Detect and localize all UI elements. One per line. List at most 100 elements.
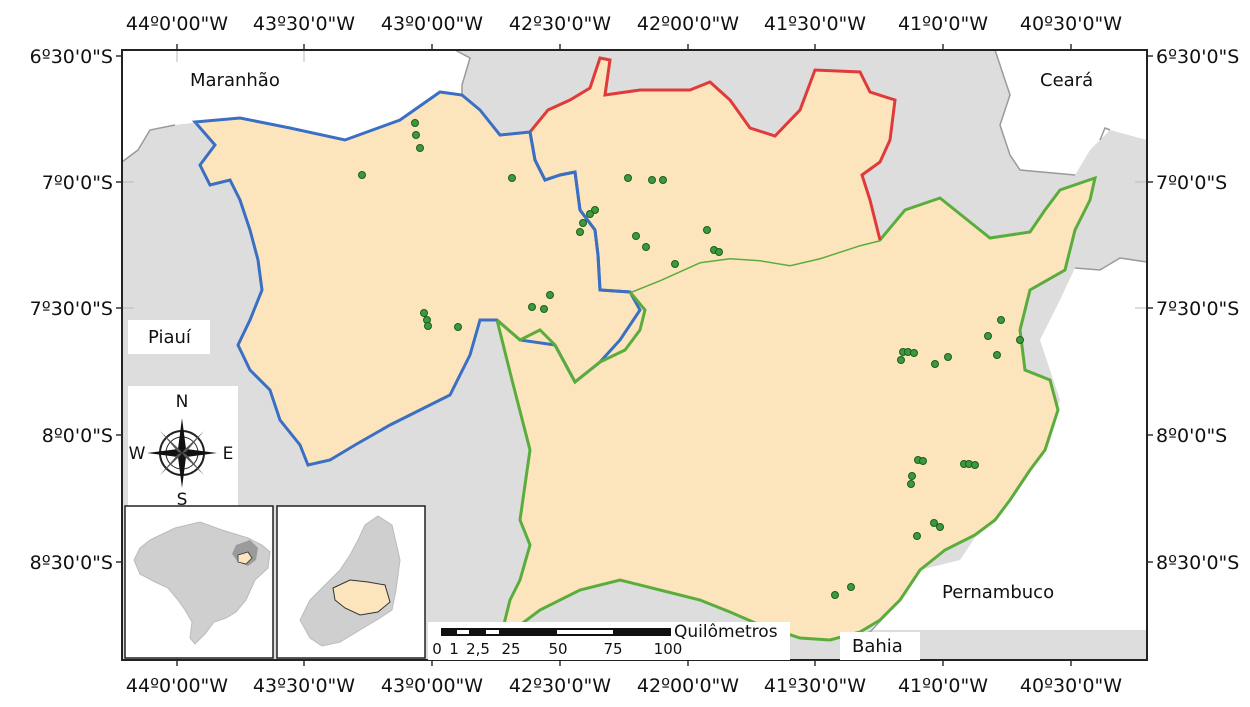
lat-label-right: 8º30'0"S <box>1156 552 1239 574</box>
compass-north-arrow <box>178 418 186 453</box>
compass-sw-arrow <box>160 453 182 475</box>
scale-bar-segment <box>457 630 469 634</box>
sample-point <box>944 353 952 361</box>
sample-point <box>931 360 939 368</box>
lat-label-left: 7º30'0"S <box>30 298 113 320</box>
lat-label-left: 7º0'0"S <box>42 172 113 194</box>
lon-label-top: 41º0'0"W <box>898 13 988 35</box>
inset-brazil <box>124 505 274 659</box>
sample-point <box>984 332 992 340</box>
label-bg <box>176 64 294 94</box>
red-region-fill <box>530 58 895 292</box>
pernambuco-area <box>870 258 1147 630</box>
sample-point <box>913 532 921 540</box>
sample-point <box>930 519 938 527</box>
region-labels: Maranhão Ceará Piauí Pernambuco Bahia <box>128 64 1110 660</box>
sample-point <box>579 219 587 227</box>
sample-point <box>831 591 839 599</box>
lon-label-top: 43º0'00"W <box>381 13 483 35</box>
sample-point <box>528 303 536 311</box>
sample-point <box>936 523 944 531</box>
inset-piaui <box>276 505 426 659</box>
lat-label-left: 6º30'0"S <box>30 46 113 68</box>
sample-point <box>908 472 916 480</box>
label-bg <box>128 320 210 354</box>
scale-ticks: 0 1 2,5 25 50 75 100 <box>432 640 682 658</box>
lon-label-top: 43º30'0"W <box>253 13 355 35</box>
scale-tick: 50 <box>548 640 567 658</box>
sample-point <box>997 316 1005 324</box>
sample-points <box>358 119 1024 599</box>
lon-label-bottom: 43º0'00"W <box>381 675 483 697</box>
compass-rose: N S W E <box>128 386 238 510</box>
compass-nw-arrow <box>160 431 182 453</box>
sample-point <box>412 131 420 139</box>
sample-point <box>971 461 979 469</box>
green-region <box>495 175 1098 644</box>
scale-tick: 75 <box>603 640 622 658</box>
lat-labels-right: 6º30'0"S 7º0'0"S 7º30'0"S 8º0'0"S 8º30'0… <box>1156 46 1239 574</box>
compass-ne-arrow <box>182 431 204 453</box>
lat-label-left: 8º30'0"S <box>30 552 113 574</box>
lat-label-right: 8º0'0"S <box>1156 425 1227 447</box>
green-region-west-border <box>496 291 647 385</box>
lon-label-top: 40º30'0"W <box>1020 13 1122 35</box>
state-border-west <box>121 49 471 163</box>
lat-label-left: 8º0'0"S <box>42 425 113 447</box>
compass-se-arrow <box>182 453 204 475</box>
scale-bar-bar <box>441 628 671 636</box>
label-bg <box>930 575 1075 609</box>
label-bg <box>840 632 920 660</box>
inset-study-area <box>237 551 253 565</box>
lat-label-right: 6º30'0"S <box>1156 46 1239 68</box>
scale-tick: 100 <box>654 640 683 658</box>
sample-point <box>671 260 679 268</box>
label-pernambuco: Pernambuco <box>942 582 1054 603</box>
label-maranhao: Maranhão <box>190 70 280 91</box>
sample-point <box>1016 336 1024 344</box>
sample-point <box>659 176 667 184</box>
red-region-border <box>528 56 897 241</box>
compass-west-arrow <box>147 449 182 457</box>
state-border-pe <box>1074 257 1148 271</box>
scale-tick: 25 <box>501 640 520 658</box>
sample-point <box>993 351 1001 359</box>
sample-point <box>546 291 554 299</box>
lon-labels-bottom: 44º0'00"W 43º30'0"W 43º0'00"W 42º30'0"W … <box>126 675 1122 697</box>
compass-e: E <box>223 444 234 464</box>
lat-label-right: 7º0'0"S <box>1156 172 1227 194</box>
scale-bar-segment <box>486 630 499 634</box>
sample-point <box>424 322 432 330</box>
lon-label-bottom: 42º30'0"W <box>509 675 611 697</box>
lon-label-bottom: 42º00'0"W <box>637 675 739 697</box>
label-piaui: Piauí <box>148 327 192 348</box>
lon-label-top: 42º30'0"W <box>509 13 611 35</box>
sample-point <box>642 243 650 251</box>
sample-point <box>576 228 584 236</box>
lon-labels-top: 44º0'00"W 43º30'0"W 43º0'00"W 42º30'0"W … <box>126 13 1122 35</box>
compass-east-arrow <box>182 449 217 457</box>
scale-bar-segment <box>557 630 613 634</box>
lon-label-bottom: 41º30'0"W <box>764 675 866 697</box>
compass-south-arrow <box>178 453 186 488</box>
sample-point <box>411 119 419 127</box>
sample-point <box>540 305 548 313</box>
lat-labels-left: 6º30'0"S 7º0'0"S 7º30'0"S 8º0'0"S 8º30'0… <box>30 46 113 574</box>
sample-point <box>897 356 905 364</box>
compass-s: S <box>177 490 188 510</box>
sample-point <box>703 226 711 234</box>
scale-tick: 2,5 <box>466 640 490 658</box>
lon-label-top: 44º0'00"W <box>126 13 228 35</box>
sample-point <box>416 144 424 152</box>
label-bahia: Bahia <box>852 636 903 657</box>
scale-tick: 0 <box>432 640 442 658</box>
sample-point <box>624 174 632 182</box>
sample-point <box>919 457 927 465</box>
inset-piaui-study-area <box>332 579 391 616</box>
sample-point <box>420 309 428 317</box>
sample-point <box>358 171 366 179</box>
scale-unit: Quilômetros <box>674 622 778 642</box>
lon-label-top: 41º30'0"W <box>764 13 866 35</box>
